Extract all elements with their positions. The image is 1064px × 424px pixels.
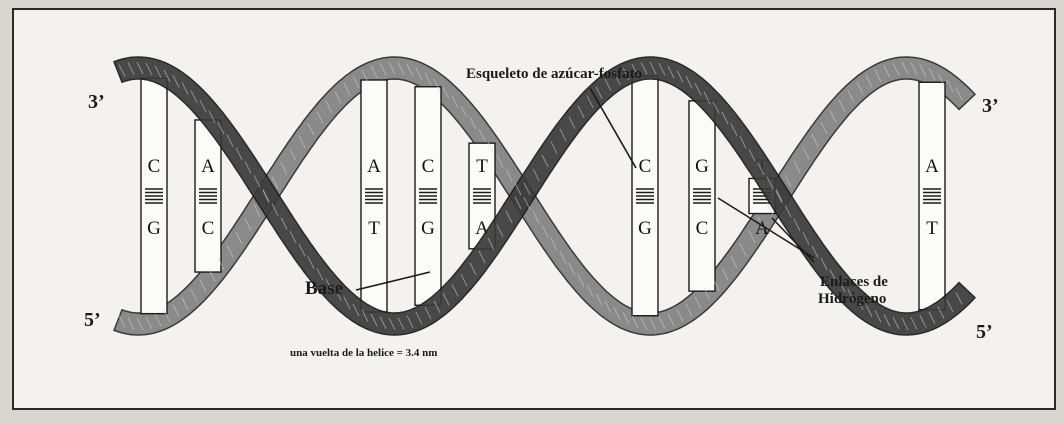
base-letter-bottom: G <box>147 218 161 239</box>
base-letter-bottom: C <box>696 218 709 239</box>
base-pair: CG <box>632 76 658 315</box>
base-letter-top: C <box>422 156 435 177</box>
label-5prime-left: 5’ <box>84 309 101 331</box>
base-letter-bottom: G <box>638 218 652 239</box>
base-pair: GC <box>689 101 715 291</box>
base-letter-top: C <box>148 156 161 177</box>
base-letter-bottom: G <box>421 218 435 239</box>
base-pair: CG <box>141 78 167 313</box>
label-backbone: Esqueleto de azúcar-fosfato <box>466 66 642 82</box>
base-letter-top: G <box>695 156 709 177</box>
label-3prime-left: 3’ <box>88 91 105 113</box>
base-letter-top: A <box>201 156 215 177</box>
base-letter-bottom: T <box>926 218 938 239</box>
label-base: Base <box>305 278 343 299</box>
base-letter-top: A <box>367 156 381 177</box>
base-letter-top: A <box>925 156 939 177</box>
pointer-backbone <box>590 88 636 168</box>
base-letter-bottom: T <box>368 218 380 239</box>
label-5prime-right: 5’ <box>976 321 993 343</box>
label-hydrogen-line2: Hidrógeno <box>818 291 886 307</box>
base-letter-top: T <box>476 156 488 177</box>
label-helix-turn: una vuelta de la helice = 3.4 nm <box>290 347 437 359</box>
base-pair: AT <box>919 82 945 309</box>
label-hydrogen-line1: Enlaces de <box>820 274 888 290</box>
base-letter-bottom: C <box>202 218 215 239</box>
base-letter-top: C <box>639 156 652 177</box>
base-pair: AT <box>361 80 387 312</box>
label-3prime-right: 3’ <box>982 95 999 117</box>
